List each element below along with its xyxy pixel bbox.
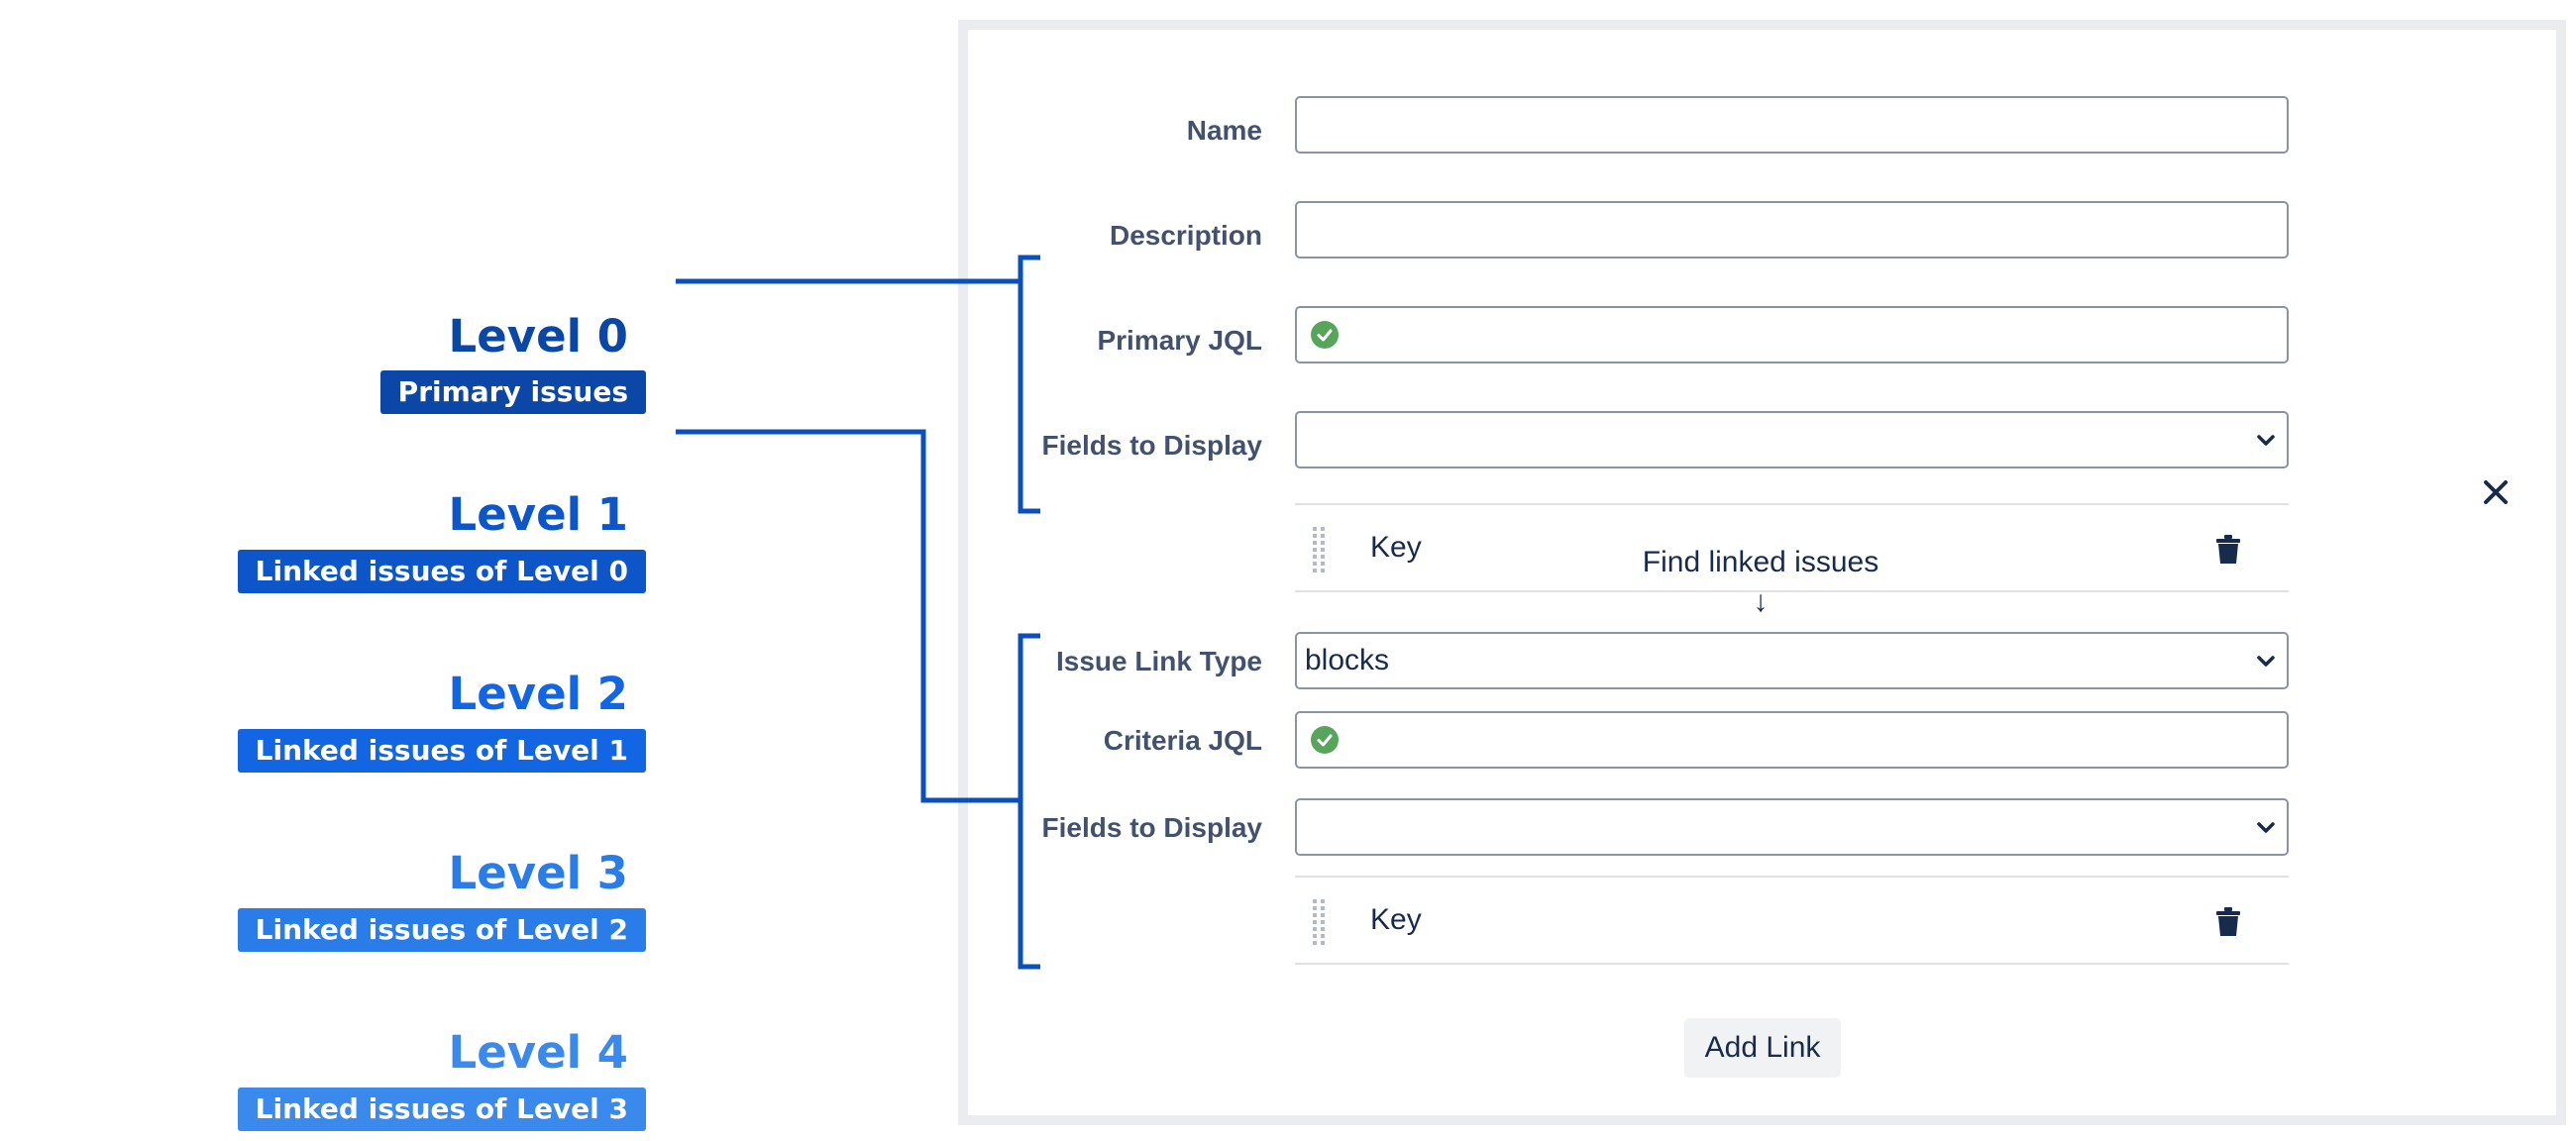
field-row-key: Key bbox=[1295, 503, 2289, 592]
criteria-jql-input[interactable] bbox=[1295, 711, 2289, 769]
drag-handle-icon[interactable] bbox=[1313, 899, 1329, 945]
fields-to-display-2-select[interactable] bbox=[1295, 798, 2289, 856]
find-linked-issues-text: Find linked issues bbox=[1642, 546, 1879, 578]
level-4-badge: Linked issues of Level 3 bbox=[237, 1088, 646, 1131]
primary-jql-label: Primary JQL bbox=[1097, 325, 1262, 356]
fields-to-display-select[interactable] bbox=[1295, 411, 2289, 468]
level-2-title: Level 2 bbox=[448, 668, 628, 720]
description-label: Description bbox=[1109, 220, 1262, 251]
arrow-down-icon: ↓ bbox=[1753, 585, 1769, 618]
trash-icon[interactable] bbox=[2215, 535, 2241, 565]
primary-jql-input[interactable] bbox=[1295, 306, 2289, 363]
level-0-badge: Primary issues bbox=[379, 370, 646, 414]
level-1-title: Level 1 bbox=[448, 488, 628, 541]
valid-check-icon bbox=[1311, 321, 1339, 349]
field-key-label: Key bbox=[1370, 531, 1422, 564]
chevron-down-icon bbox=[2257, 822, 2275, 833]
chevron-down-icon bbox=[2257, 435, 2275, 446]
fields-to-display-2-label: Fields to Display bbox=[1041, 812, 1263, 843]
valid-check-icon bbox=[1311, 726, 1339, 754]
field-row-key-2: Key bbox=[1295, 876, 2289, 965]
add-link-button[interactable]: Add Link bbox=[1684, 1018, 1841, 1078]
level-0-title: Level 0 bbox=[448, 310, 628, 363]
drag-handle-icon[interactable] bbox=[1313, 527, 1329, 572]
criteria-jql-label: Criteria JQL bbox=[1103, 725, 1262, 756]
level-3-badge: Linked issues of Level 2 bbox=[237, 908, 646, 952]
level-2-badge: Linked issues of Level 1 bbox=[237, 729, 646, 773]
close-icon[interactable] bbox=[2483, 479, 2509, 505]
chevron-down-icon bbox=[2257, 656, 2275, 667]
level-4-title: Level 4 bbox=[448, 1026, 628, 1079]
description-input[interactable] bbox=[1295, 201, 2289, 259]
level-1-badge: Linked issues of Level 0 bbox=[237, 550, 646, 593]
issue-link-type-value: blocks bbox=[1305, 644, 1390, 676]
trash-icon[interactable] bbox=[2215, 907, 2241, 937]
issue-link-type-label: Issue Link Type bbox=[1056, 646, 1262, 676]
name-input[interactable] bbox=[1295, 96, 2289, 154]
level-3-title: Level 3 bbox=[448, 847, 628, 899]
field-key-2-label: Key bbox=[1370, 903, 1422, 936]
fields-to-display-label: Fields to Display bbox=[1041, 430, 1263, 461]
name-label: Name bbox=[1186, 115, 1262, 146]
issue-link-type-select[interactable]: blocks bbox=[1295, 632, 2289, 689]
